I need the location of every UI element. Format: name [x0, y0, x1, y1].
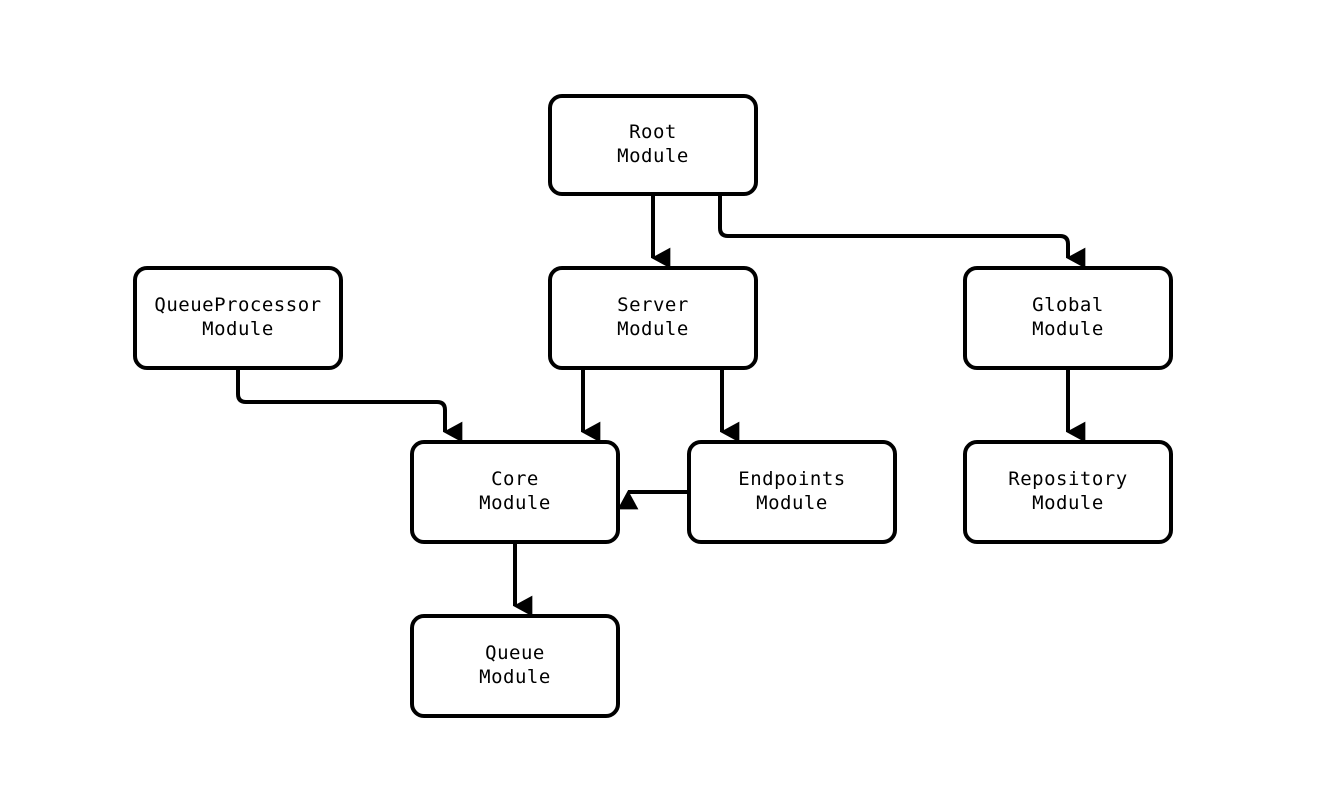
node-server[interactable]: Server Module — [548, 266, 758, 370]
node-repository-subtitle: Module — [1032, 492, 1104, 514]
node-global-title: Global — [1032, 294, 1104, 317]
node-server-subtitle: Module — [617, 318, 689, 340]
node-core-subtitle: Module — [479, 492, 551, 514]
node-global-subtitle: Module — [1032, 318, 1104, 340]
node-root[interactable]: Root Module — [548, 94, 758, 196]
node-global[interactable]: Global Module — [963, 266, 1173, 370]
node-queueprocessor[interactable]: QueueProcessor Module — [133, 266, 343, 370]
node-queue-title: Queue — [485, 642, 545, 665]
node-core-title: Core — [491, 468, 539, 491]
node-endpoints[interactable]: Endpoints Module — [687, 440, 897, 544]
node-queueprocessor-title: QueueProcessor — [154, 294, 322, 317]
node-endpoints-title: Endpoints — [738, 468, 846, 491]
edge-root-to-global — [718, 196, 1086, 269]
node-core[interactable]: Core Module — [410, 440, 620, 544]
node-root-title: Root — [629, 121, 677, 144]
node-server-title: Server — [617, 294, 689, 317]
node-endpoints-subtitle: Module — [756, 492, 828, 514]
node-queue[interactable]: Queue Module — [410, 614, 620, 718]
edge-queueprocessor-to-core — [236, 370, 463, 443]
node-queue-subtitle: Module — [479, 666, 551, 688]
node-queueprocessor-subtitle: Module — [202, 318, 274, 340]
node-repository-title: Repository — [1008, 468, 1128, 491]
node-root-subtitle: Module — [617, 145, 689, 167]
node-repository[interactable]: Repository Module — [963, 440, 1173, 544]
